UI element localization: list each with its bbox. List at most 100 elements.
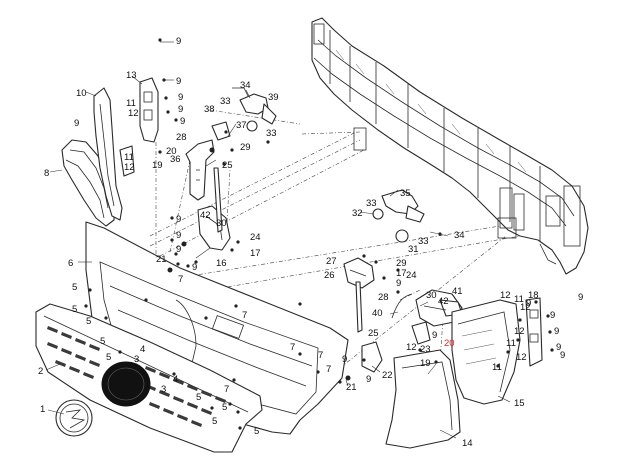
- callout-7: 7: [242, 310, 247, 321]
- callout-20-highlighted: 20: [444, 338, 455, 349]
- corner-cover-14: [385, 349, 461, 449]
- callout-9: 9: [180, 116, 185, 127]
- callout-9: 9: [178, 104, 183, 115]
- callout-3: 3: [134, 354, 139, 365]
- cable-40: [391, 293, 413, 319]
- callout-12: 12: [516, 352, 527, 363]
- callout-5: 5: [254, 426, 259, 437]
- callout-39: 39: [268, 92, 279, 103]
- callout-23: 23: [420, 344, 431, 355]
- callout-12: 12: [500, 290, 511, 301]
- callout-29: 29: [396, 258, 407, 269]
- callout-9: 9: [192, 262, 197, 273]
- callout-6: 6: [68, 258, 73, 269]
- left-side-trim-10: [93, 87, 123, 221]
- bracket-22: [361, 341, 383, 373]
- callout-30: 30: [426, 290, 437, 301]
- callout-27: 27: [326, 256, 337, 267]
- callout-3: 3: [161, 384, 166, 395]
- callout-24: 24: [406, 270, 417, 281]
- callout-9: 9: [178, 92, 183, 103]
- callout-7: 7: [318, 350, 323, 361]
- callout-1: 1: [40, 404, 45, 415]
- hinge-bracket-left: [185, 121, 231, 201]
- fasteners: [84, 38, 554, 430]
- hinge-assembly-top: [232, 87, 277, 132]
- front-grille-2: [35, 303, 263, 453]
- bracket-16: [197, 205, 231, 251]
- callout-28: 28: [378, 292, 389, 303]
- callout-5: 5: [222, 402, 227, 413]
- callout-16: 16: [216, 258, 227, 269]
- emblem-1: [55, 399, 93, 437]
- callout-37: 37: [236, 120, 247, 131]
- callout-31: 31: [408, 244, 419, 255]
- callout-15: 15: [514, 398, 525, 409]
- hinge-assembly-right: [372, 189, 425, 243]
- callout-40: 40: [372, 308, 383, 319]
- callout-34: 34: [240, 80, 251, 91]
- callout-9: 9: [526, 298, 531, 309]
- callout-33: 33: [418, 236, 429, 247]
- callout-9: 9: [554, 326, 559, 337]
- callout-5: 5: [72, 282, 77, 293]
- callout-33: 33: [266, 128, 277, 139]
- callout-9: 9: [176, 36, 181, 47]
- callout-19: 19: [152, 160, 163, 171]
- bracket-right-18: [525, 297, 543, 367]
- callout-9: 9: [176, 230, 181, 241]
- callout-7: 7: [290, 342, 295, 353]
- callout-26: 26: [324, 270, 335, 281]
- callout-9: 9: [176, 76, 181, 87]
- callout-42: 42: [200, 210, 211, 221]
- callout-21: 21: [156, 254, 167, 265]
- callout-13: 13: [126, 70, 137, 81]
- callout-5: 5: [100, 336, 105, 347]
- left-bracket-small: [119, 145, 135, 177]
- callout-25: 25: [368, 328, 379, 339]
- callout-22: 22: [382, 370, 393, 381]
- callout-5: 5: [86, 316, 91, 327]
- assembly-centerlines: [149, 109, 521, 369]
- callout-12: 12: [124, 162, 135, 173]
- leader-lines: [45, 41, 511, 439]
- callout-28: 28: [176, 132, 187, 143]
- callout-11: 11: [506, 338, 516, 349]
- callout-7: 7: [178, 274, 183, 285]
- callout-5: 5: [106, 352, 111, 363]
- callout-10: 10: [76, 88, 87, 99]
- callout-9: 9: [396, 278, 401, 289]
- callout-9: 9: [432, 330, 437, 341]
- callout-11: 11: [514, 294, 524, 305]
- callout-18: 18: [528, 290, 539, 301]
- callout-14: 14: [462, 438, 473, 449]
- callout-9: 9: [176, 244, 181, 255]
- callout-11: 11: [492, 362, 502, 373]
- callout-9: 9: [74, 118, 79, 129]
- left-side-trim-8: [61, 139, 115, 227]
- callout-20: 20: [166, 146, 177, 157]
- callout-9: 9: [578, 292, 583, 303]
- callout-12: 12: [406, 342, 417, 353]
- grille-slots: [47, 326, 226, 427]
- bracket-26-27: [343, 257, 375, 289]
- callout-7: 7: [224, 384, 229, 395]
- callout-5: 5: [196, 392, 201, 403]
- callout-4: 4: [140, 344, 145, 355]
- callout-36: 36: [170, 154, 181, 165]
- left-bracket-13: [139, 77, 159, 143]
- callout-5: 5: [72, 304, 77, 315]
- gas-strut-25-left: [213, 167, 223, 233]
- badge-mount-oval: [101, 361, 151, 407]
- callout-9: 9: [560, 350, 565, 361]
- callout-labels: 1 2 3 3 4 4 5 5 5 5 5 5 5 5 5 6 7 7 7 7 …: [38, 36, 583, 449]
- callout-11: 11: [124, 152, 134, 163]
- callout-25: 25: [222, 160, 233, 171]
- callout-32: 32: [352, 208, 363, 219]
- callout-30: 30: [216, 218, 227, 229]
- callout-9: 9: [366, 374, 371, 385]
- callout-38: 38: [204, 104, 215, 115]
- callout-17: 17: [250, 248, 261, 259]
